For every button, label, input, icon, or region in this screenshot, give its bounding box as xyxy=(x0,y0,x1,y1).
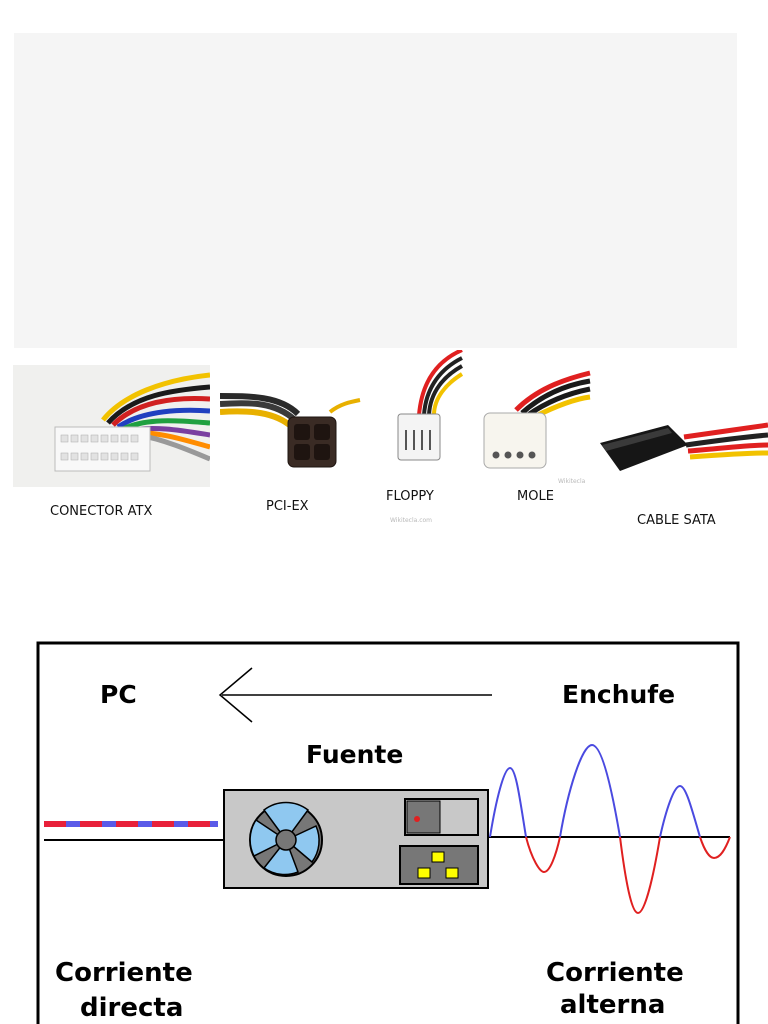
ac-label-line2: alterna xyxy=(560,990,666,1020)
atx-caption: CONECTOR ATX xyxy=(50,504,153,519)
fan-icon xyxy=(249,801,323,877)
enchufe-label: Enchufe xyxy=(562,680,676,709)
ac-label-line1: Corriente xyxy=(546,958,684,988)
pc-label: PC xyxy=(100,680,137,709)
watermark-left: Wikitecla.com xyxy=(390,517,433,524)
ac-wave-negative xyxy=(525,836,731,915)
pci-ex-caption: PCI-EX xyxy=(266,499,309,514)
pci-ex-connector-image xyxy=(220,372,380,484)
sata-cable-image xyxy=(596,395,768,495)
ac-wave-positive xyxy=(489,743,701,838)
dc-label-line2: directa xyxy=(80,993,184,1023)
dc-label-line1: Corriente xyxy=(55,958,193,988)
watermark-right: Wikitecla xyxy=(558,478,586,485)
blank-image-panel xyxy=(14,33,737,348)
power-supply-diagram xyxy=(36,641,740,1024)
floppy-caption: FLOPPY xyxy=(386,489,434,504)
power-switch-icon xyxy=(404,798,479,836)
floppy-connector-image xyxy=(384,350,464,476)
mole-caption: MOLE xyxy=(517,489,554,504)
atx-connector-image xyxy=(13,365,210,487)
fuente-label: Fuente xyxy=(306,740,404,769)
power-socket-icon xyxy=(399,845,479,885)
arrow-left-icon xyxy=(218,667,492,723)
sata-caption: CABLE SATA xyxy=(637,513,716,528)
mole-connector-image xyxy=(476,365,592,475)
diagram-border xyxy=(36,641,740,1024)
